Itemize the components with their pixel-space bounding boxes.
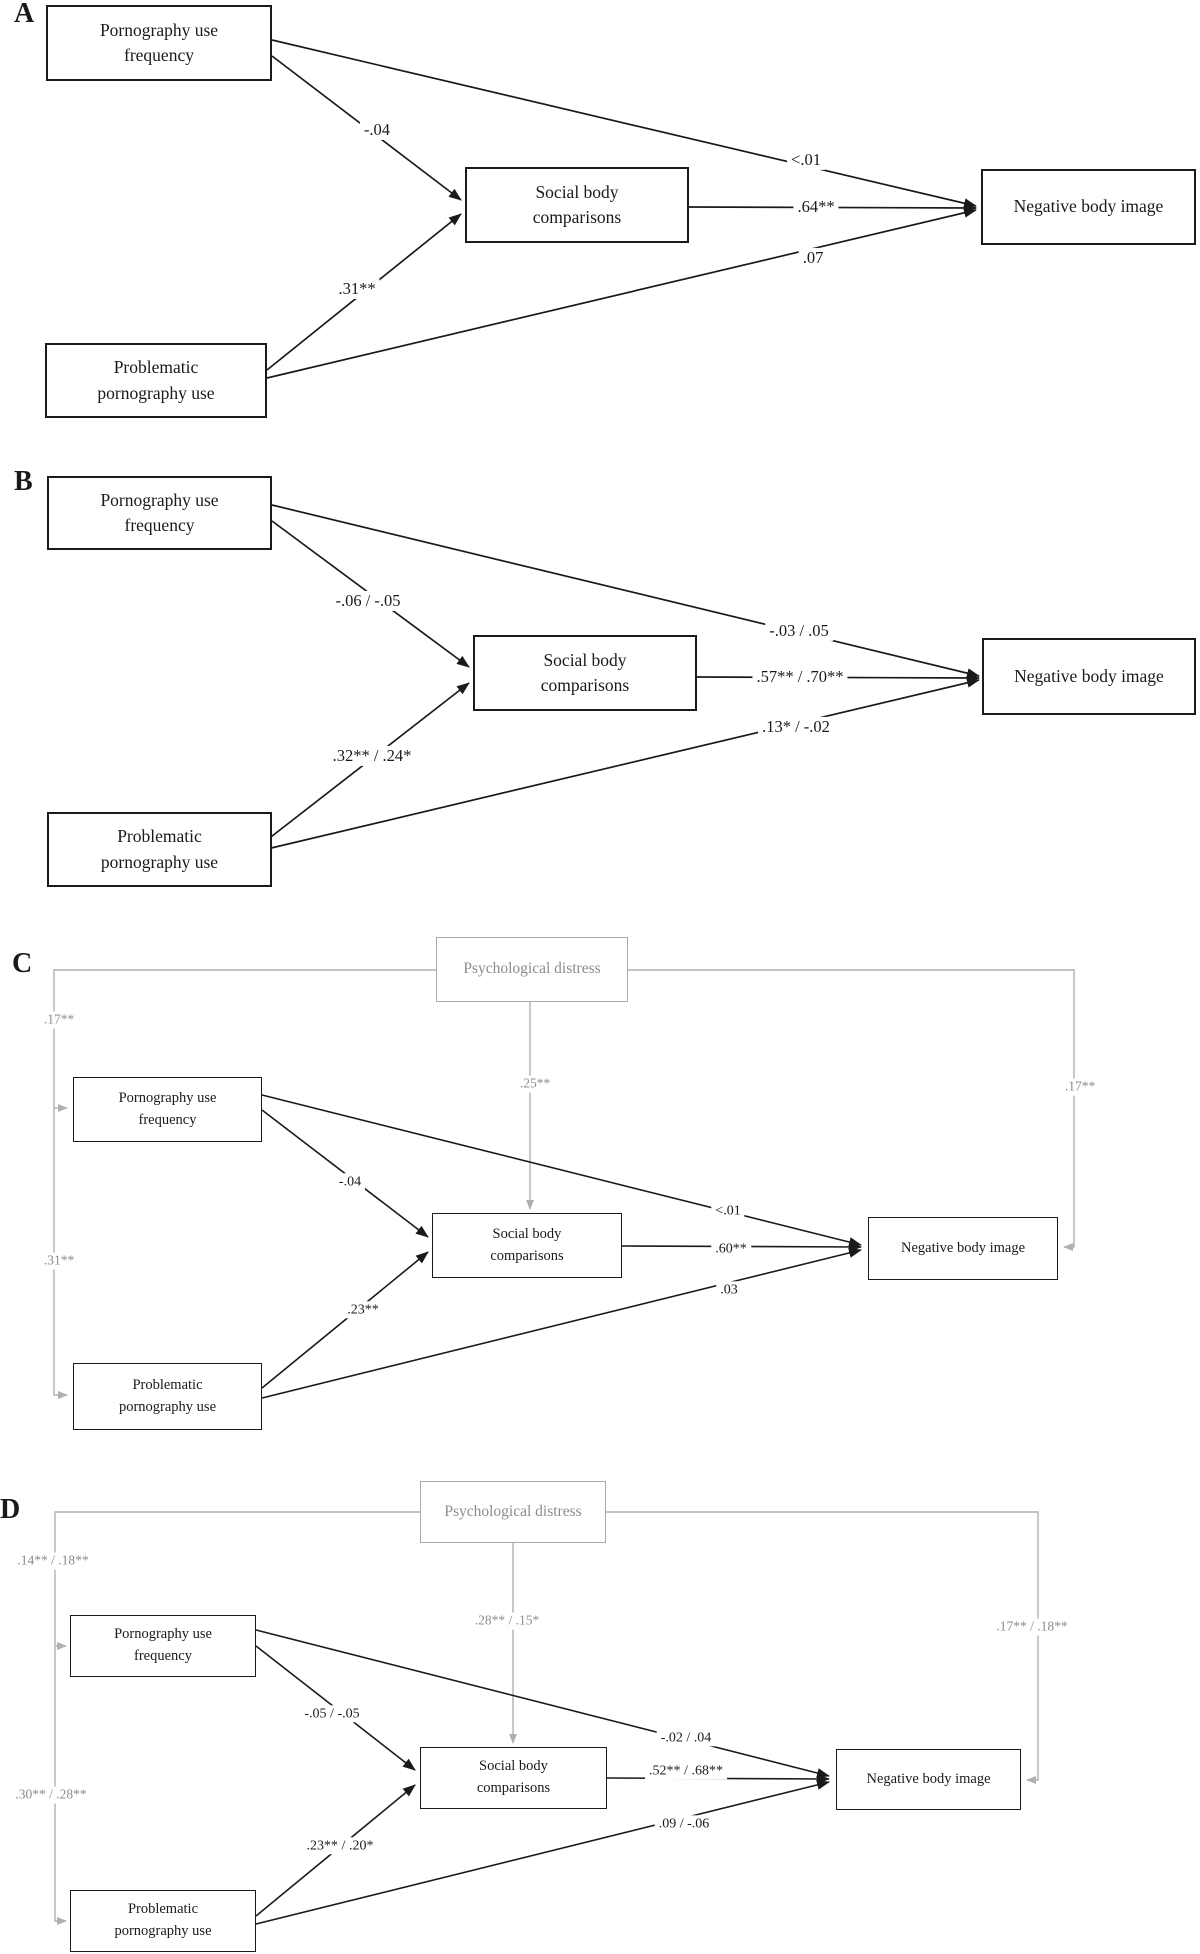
coef-c-pd-nbi: .17** <box>1060 1078 1100 1096</box>
coef-c-sbc-nbi: .60** <box>711 1240 751 1258</box>
coef-d-ppu-sbc: .23** / .20* <box>302 1837 378 1855</box>
panel-a-label: A <box>14 0 35 29</box>
panel-b-label: B <box>14 466 33 497</box>
coef-d-ppu-nbi: .09 / -.06 <box>654 1815 714 1833</box>
box-b-problematic-pornography-use: Problematic pornography use <box>47 812 272 887</box>
path-b-ppu-nbi <box>266 677 980 850</box>
coef-b-sbc-nbi: .57** / .70** <box>752 666 848 688</box>
box-a-ppu-text: Problematic pornography use <box>97 357 215 403</box>
path-c-pd-nbi <box>628 969 1075 1251</box>
coef-a-ppu-nbi: .07 <box>798 247 828 269</box>
box-d-negative-body-image: Negative body image <box>836 1749 1021 1810</box>
coef-d-pd-puf: .14** / .18** <box>13 1552 93 1570</box>
box-c-nbi-text: Negative body image <box>900 1239 1025 1256</box>
path-d-pd-ppu <box>54 1511 420 1925</box>
box-a-sbc-text: Social body comparisons <box>532 181 622 227</box>
path-d-pd-nbi <box>606 1511 1039 1784</box>
path-a-ppu-nbi <box>266 207 977 379</box>
panel-d-gray-paths <box>54 1511 1039 1925</box>
coef-d-sbc-nbi: .52** / .68** <box>645 1762 727 1780</box>
box-d-psychological-distress: Psychological distress <box>420 1481 606 1543</box>
box-d-puf-text: Pornography use frequency <box>114 1626 212 1664</box>
coef-c-pd-puf: .17** <box>39 1011 79 1029</box>
coef-a-puf-sbc: -.04 <box>359 119 395 141</box>
box-d-social-body-comparisons: Social body comparisons <box>420 1747 607 1809</box>
path-c-ppu-nbi <box>261 1248 862 1399</box>
coef-c-ppu-nbi: .03 <box>716 1281 742 1299</box>
panel-d-label: D <box>0 1494 21 1525</box>
panel-c-gray-paths <box>53 969 1075 1399</box>
path-d-ppu-nbi <box>255 1780 830 1925</box>
panel-c-label: C <box>12 948 33 979</box>
path-c-pd-ppu <box>53 969 436 1399</box>
box-b-social-body-comparisons: Social body comparisons <box>473 635 697 711</box>
coef-a-puf-nbi: <.01 <box>787 149 825 171</box>
coef-c-puf-nbi: <.01 <box>711 1202 745 1220</box>
box-d-ppu-text: Problematic pornography use <box>114 1901 212 1939</box>
box-c-social-body-comparisons: Social body comparisons <box>432 1213 622 1278</box>
path-d-puf-nbi <box>255 1629 830 1778</box>
coef-d-pd-nbi: .17** / .18** <box>992 1618 1072 1636</box>
coef-c-pd-ppu: .31** <box>39 1252 79 1270</box>
box-c-psychological-distress: Psychological distress <box>436 937 628 1002</box>
box-c-ppu-text: Problematic pornography use <box>118 1376 217 1415</box>
coef-b-puf-nbi: -.03 / .05 <box>765 620 833 642</box>
box-c-pornography-use-frequency: Pornography use frequency <box>73 1077 262 1142</box>
box-b-negative-body-image: Negative body image <box>982 638 1196 715</box>
box-c-sbc-text: Social body comparisons <box>490 1225 564 1264</box>
box-b-puf-text: Pornography use frequency <box>100 489 219 535</box>
coef-a-ppu-sbc: .31** <box>334 278 380 300</box>
box-b-ppu-text: Problematic pornography use <box>100 826 219 872</box>
box-a-puf-text: Pornography use frequency <box>99 19 219 65</box>
box-d-pd-text: Psychological distress <box>444 1502 582 1520</box>
box-c-negative-body-image: Negative body image <box>868 1217 1058 1280</box>
box-d-nbi-text: Negative body image <box>866 1770 991 1787</box>
box-d-pornography-use-frequency: Pornography use frequency <box>70 1615 256 1677</box>
coef-b-ppu-sbc: .32** / .24* <box>328 745 416 767</box>
coef-b-puf-sbc: -.06 / -.05 <box>331 590 405 612</box>
box-a-nbi-text: Negative body image <box>1013 196 1164 217</box>
box-a-pornography-use-frequency: Pornography use frequency <box>46 5 272 81</box>
path-a-puf-nbi <box>271 39 977 209</box>
path-c-ppu-sbc <box>261 1251 429 1389</box>
coef-d-puf-sbc: -.05 / -.05 <box>300 1705 364 1723</box>
box-a-problematic-pornography-use: Problematic pornography use <box>45 343 267 418</box>
coef-b-ppu-nbi: .13* / -.02 <box>758 716 834 738</box>
box-c-problematic-pornography-use: Problematic pornography use <box>73 1363 262 1430</box>
box-b-sbc-text: Social body comparisons <box>540 649 630 695</box>
path-c-puf-nbi <box>261 1094 862 1247</box>
box-c-puf-text: Pornography use frequency <box>118 1089 217 1128</box>
box-d-sbc-text: Social body comparisons <box>476 1758 551 1796</box>
box-b-pornography-use-frequency: Pornography use frequency <box>47 476 272 550</box>
coef-c-puf-sbc: -.04 <box>334 1173 366 1191</box>
coef-d-puf-nbi: -.02 / .04 <box>656 1729 716 1747</box>
coef-c-ppu-sbc: .23** <box>343 1301 383 1319</box>
coef-d-pd-ppu: .30** / .28** <box>11 1786 91 1804</box>
box-a-social-body-comparisons: Social body comparisons <box>465 167 689 243</box>
coef-c-pd-sbc: .25** <box>515 1075 555 1093</box>
box-c-pd-text: Psychological distress <box>463 960 601 978</box>
box-a-negative-body-image: Negative body image <box>981 169 1196 245</box>
path-b-puf-nbi <box>271 504 980 679</box>
coef-a-sbc-nbi: .64** <box>793 196 839 218</box>
box-d-problematic-pornography-use: Problematic pornography use <box>70 1890 256 1952</box>
box-b-nbi-text: Negative body image <box>1014 665 1164 686</box>
coef-d-pd-sbc: .28** / .15* <box>470 1612 544 1630</box>
